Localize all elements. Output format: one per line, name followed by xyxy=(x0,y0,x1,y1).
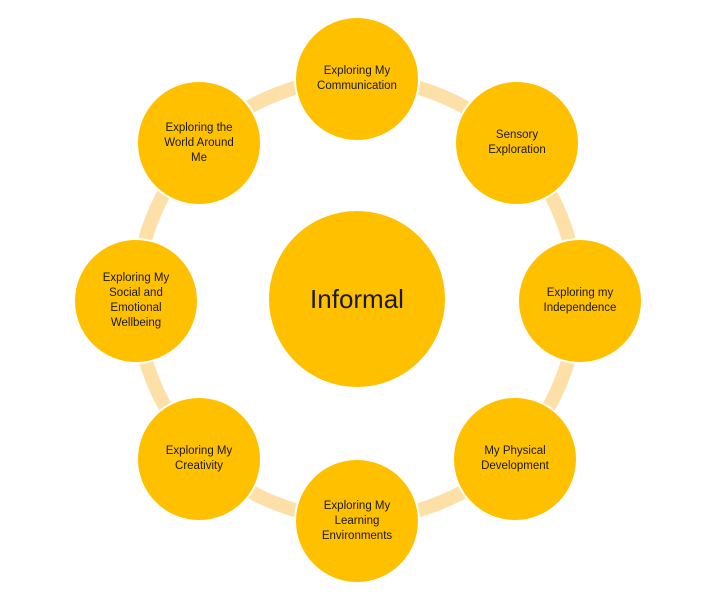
node-label: Sensory Exploration xyxy=(488,129,546,156)
node-learning: Exploring My Learning Environments xyxy=(294,458,420,584)
center-node: Informal xyxy=(267,209,447,389)
node-physical: My Physical Development xyxy=(452,396,578,522)
node-social: Exploring My Social and Emotional Wellbe… xyxy=(73,238,199,364)
node-independence: Exploring my Independence xyxy=(517,238,643,364)
node-label: Exploring My Social and Emotional Wellbe… xyxy=(102,272,170,329)
node-label: Exploring My Communication xyxy=(317,65,397,92)
center-label: Informal xyxy=(310,283,404,314)
node-sensory: Sensory Exploration xyxy=(454,80,580,206)
node-label: Exploring My Learning Environments xyxy=(321,499,393,542)
node-label: Exploring the World Around Me xyxy=(164,121,234,164)
node-label: Exploring My Creativity xyxy=(165,445,233,472)
node-communication: Exploring My Communication xyxy=(294,16,420,142)
node-label: Exploring my Independence xyxy=(543,287,617,314)
node-creativity: Exploring My Creativity xyxy=(136,396,262,522)
node-world: Exploring the World Around Me xyxy=(136,80,262,206)
node-label: My Physical Development xyxy=(481,445,549,472)
